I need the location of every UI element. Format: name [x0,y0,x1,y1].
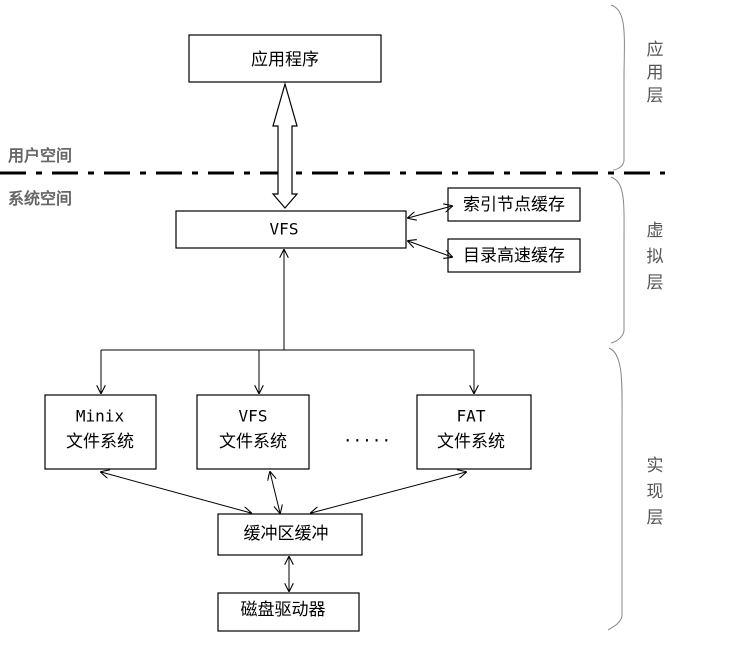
vfs2-name-label: VFS [239,407,268,426]
minix-buffer-arrow [101,472,251,513]
disk-box: 磁盘驱动器 [217,592,360,632]
fat-sub-label: 文件系统 [437,432,505,452]
app-layer-char-3: 层 [647,86,664,106]
impl-layer-brace [607,347,623,631]
app-layer-brace [610,4,625,171]
impl-layer-char-3: 层 [647,508,664,528]
vfs-label: VFS [270,220,299,239]
virtual-layer-char-2: 拟 [647,247,664,267]
app-layer-label: 应 用 层 [647,40,664,106]
impl-layer-char-1: 实 [647,456,664,476]
fat-fs-box: FAT 文件系统 [416,394,532,470]
dir-cache-box: 目录高速缓存 [447,238,581,273]
vfs-inode-cache-arrow [408,206,452,218]
vfs-box: VFS [175,210,407,249]
minix-fs-box: Minix 文件系统 [44,394,157,470]
dir-cache-label: 目录高速缓存 [463,246,565,266]
vfs2-fs-box: VFS 文件系统 [196,394,310,470]
inode-cache-box: 索引节点缓存 [447,187,581,222]
inode-cache-label: 索引节点缓存 [463,195,565,215]
user-space-label: 用户空间 [8,146,72,165]
vfs-dir-cache-arrow [408,241,452,257]
buffer-label: 缓冲区缓冲 [244,524,329,544]
app-box: 应用程序 [188,34,382,83]
app-layer-char-1: 应 [647,40,664,60]
app-layer-char-2: 用 [647,63,664,83]
fat-buffer-arrow [311,472,466,513]
fat-name-label: FAT [457,407,486,426]
buffer-box: 缓冲区缓冲 [217,513,363,556]
vfs2-buffer-arrow [270,472,280,513]
minix-name-label: Minix [76,407,125,426]
virtual-layer-brace [610,176,625,344]
impl-layer-label: 实 现 层 [647,456,664,528]
app-label: 应用程序 [251,50,319,70]
virtual-layer-label: 虚 拟 层 [647,221,664,293]
virtual-layer-char-1: 虚 [647,221,664,241]
impl-layer-char-2: 现 [647,482,664,502]
more-filesystems-ellipsis: ..... [343,427,391,446]
minix-sub-label: 文件系统 [66,432,134,452]
vfs2-sub-label: 文件系统 [219,432,287,452]
virtual-layer-char-3: 层 [647,273,664,293]
disk-label: 磁盘驱动器 [241,600,326,620]
system-space-label: 系统空间 [8,189,72,208]
app-vfs-double-arrow [271,81,299,209]
